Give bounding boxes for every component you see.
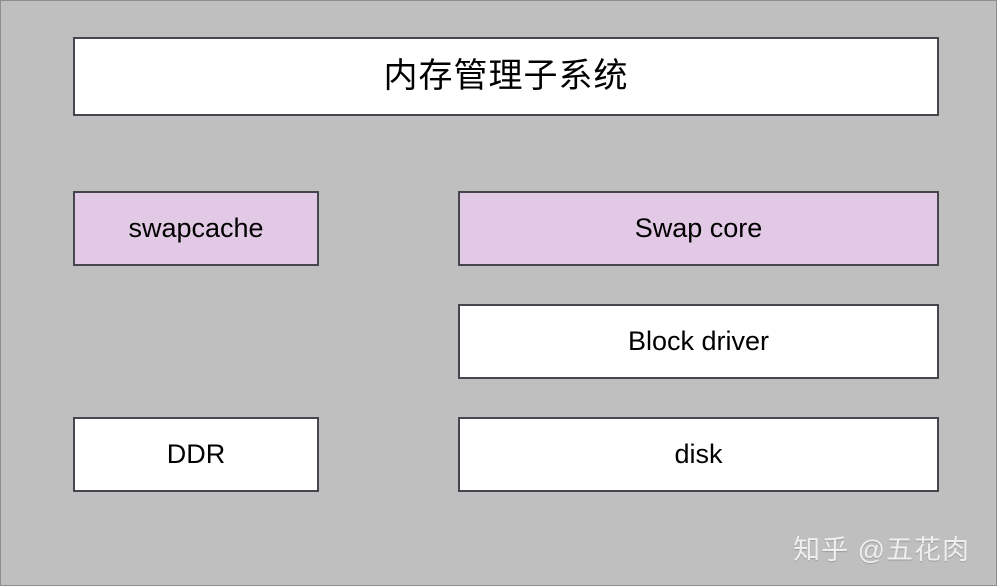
node-block-driver: Block driver [458, 304, 939, 379]
node-memory-management-subsystem: 内存管理子系统 [73, 37, 939, 116]
node-ddr: DDR [73, 417, 319, 492]
node-label: disk [674, 438, 723, 469]
node-label: Block driver [627, 325, 770, 356]
node-disk: disk [458, 417, 939, 492]
node-swapcache: swapcache [73, 191, 319, 266]
node-label: Swap core [634, 212, 763, 243]
node-label: 内存管理子系统 [383, 56, 629, 95]
watermark-zhihu: 知乎 @五花肉 [793, 535, 970, 565]
node-swap-core: Swap core [458, 191, 939, 266]
node-label: DDR [166, 438, 226, 469]
node-label: swapcache [128, 212, 264, 243]
